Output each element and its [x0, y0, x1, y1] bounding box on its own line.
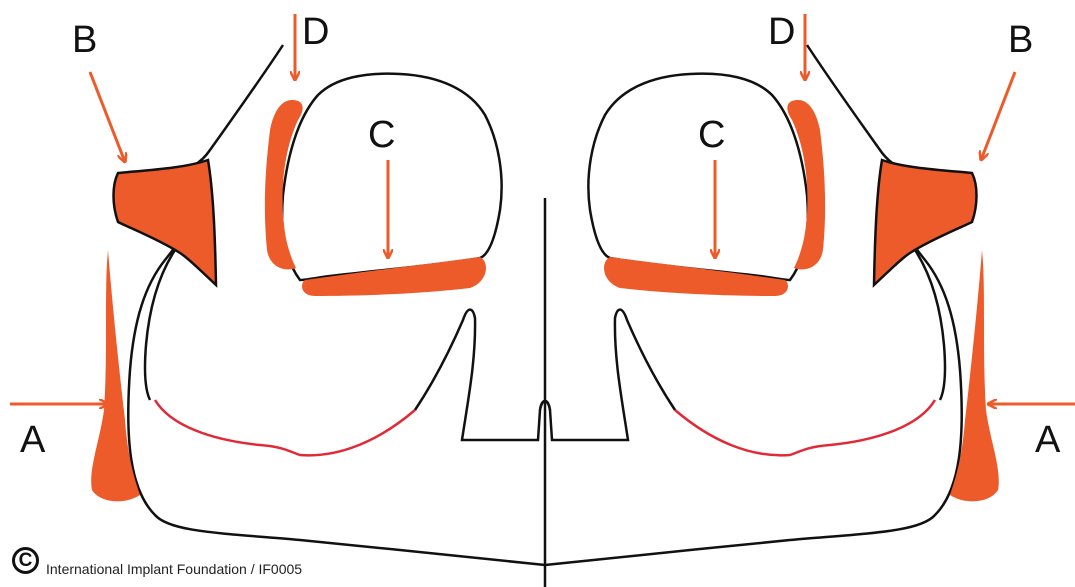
- right-side: [540, 45, 999, 565]
- right-frontal-line: [807, 45, 922, 175]
- left-nasal-bone: [415, 310, 550, 440]
- label-a-right: A: [1035, 419, 1061, 461]
- label-c-left: C: [368, 114, 395, 156]
- right-nasal-bone: [540, 310, 675, 440]
- right-sinus-red-line: [675, 400, 935, 455]
- left-frontal-line: [168, 45, 283, 175]
- label-c-right: C: [698, 114, 725, 156]
- label-d-left: D: [302, 11, 329, 53]
- left-orbit: [282, 74, 501, 280]
- right-inner-contour: [915, 250, 945, 400]
- arrow-b-right: [981, 72, 1015, 160]
- left-inner-contour: [145, 250, 175, 400]
- copyright-icon: C: [12, 547, 39, 574]
- credit-text: International Implant Foundation / IF000…: [46, 561, 302, 577]
- label-b-right: B: [1008, 19, 1033, 61]
- label-b-left: B: [72, 19, 97, 61]
- right-orbit: [588, 74, 807, 280]
- label-d-right: D: [768, 11, 795, 53]
- left-side: [91, 45, 550, 565]
- left-sinus-red-line: [155, 400, 415, 455]
- arrow-b-left: [90, 72, 125, 162]
- label-a-left: A: [20, 419, 46, 461]
